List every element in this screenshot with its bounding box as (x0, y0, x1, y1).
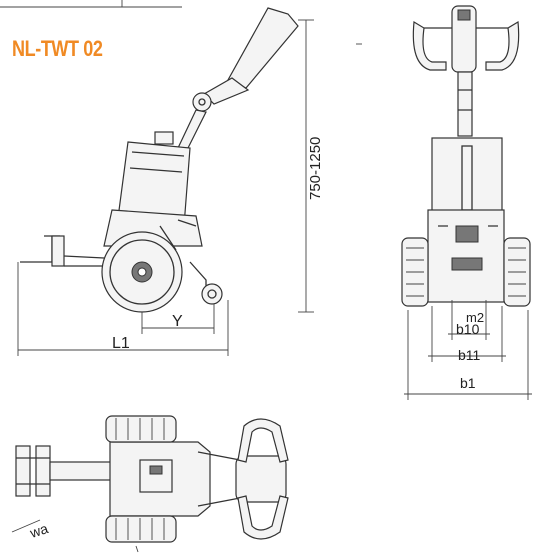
dimension-y: Y (172, 313, 183, 330)
front-view: m2 b10 b11 b1 (401, 5, 532, 400)
front-right-wheel (503, 237, 531, 307)
top-body (109, 418, 289, 540)
dimension-b10: b10 (456, 321, 480, 337)
tractor-body (103, 131, 203, 251)
top-view: wa (11, 415, 289, 553)
dimension-m2: m2 (466, 310, 484, 325)
dimension-b11: b11 (458, 347, 481, 363)
tiller-arm (177, 7, 299, 153)
dimension-l1: L1 (112, 335, 130, 352)
top-wheel-upper (105, 415, 177, 443)
front-left-wheel (401, 237, 429, 307)
dimension-height-range: 750-1250 (307, 137, 324, 200)
front-body (427, 137, 505, 303)
caster-wheel (189, 261, 223, 305)
top-coupling (15, 445, 113, 497)
dimension-wa: wa (27, 520, 50, 541)
header-frame (0, 0, 182, 8)
side-dimensions (17, 19, 314, 356)
side-view: L1 Y 750-1250 (17, 7, 362, 356)
coupling (20, 235, 105, 267)
front-dimensions (404, 300, 532, 400)
front-handle (412, 5, 520, 137)
drive-wheel (101, 231, 183, 313)
model-title: NL-TWT 02 (12, 36, 103, 61)
top-wheel-lower (105, 515, 177, 543)
dimension-b1: b1 (460, 375, 476, 391)
top-dimensions (11, 519, 139, 553)
